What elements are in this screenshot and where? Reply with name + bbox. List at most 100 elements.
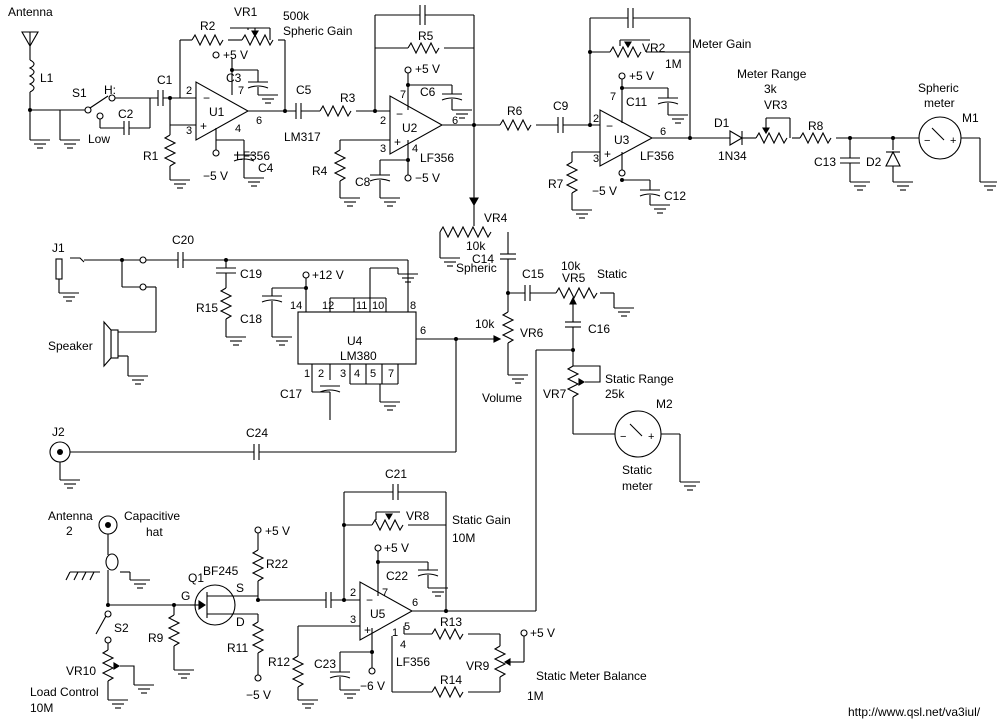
- r4-label: R4: [312, 164, 328, 178]
- schematic-text: 3: [593, 153, 599, 165]
- s1-low-label: Low: [88, 132, 110, 146]
- schematic-text: −: [620, 431, 626, 443]
- static-meter-label-2: meter: [622, 479, 653, 493]
- c20-label: C20: [172, 233, 194, 247]
- schematic-text: 3: [380, 143, 386, 155]
- c8-label: C8: [355, 175, 371, 189]
- vr9-value: 1M: [527, 689, 544, 703]
- schematic-text: 3: [186, 125, 192, 137]
- schematic-text: −: [396, 107, 403, 121]
- meter-range-label: Meter Range: [737, 67, 807, 81]
- u3-label: U3: [614, 133, 630, 147]
- vr1-value: 500k: [283, 9, 310, 23]
- schematic-text: 6: [420, 325, 426, 337]
- vr2-value: 1M: [665, 57, 682, 71]
- u4-label: U4: [347, 334, 363, 348]
- u1-label: U1: [209, 105, 225, 119]
- schematic-text: +: [200, 119, 207, 133]
- schematic-text: 6: [412, 597, 418, 609]
- r9-resistor: [167, 614, 181, 647]
- c14-label: C14: [472, 252, 494, 266]
- schematic-text: −: [924, 135, 930, 147]
- vr5-value: 10k: [561, 259, 581, 273]
- vr4-desc: Spheric: [456, 261, 497, 275]
- vr7-pot: [566, 365, 580, 398]
- schematic-text: 11: [356, 300, 367, 312]
- r4-resistor: [333, 149, 347, 182]
- r5-resistor: [407, 41, 440, 55]
- lm317-label: LM317: [284, 130, 321, 144]
- c22-label: C22: [386, 569, 408, 583]
- r1-resistor: [163, 134, 177, 167]
- antenna-input-section: Antenna L1 S1 H: C2 Low C1 R1: [8, 5, 196, 189]
- r12-label: R12: [268, 655, 290, 669]
- r8-resistor: [799, 131, 832, 145]
- schematic-text: 10: [372, 300, 384, 312]
- r9-label: R9: [148, 631, 164, 645]
- u2-label: U2: [402, 121, 418, 135]
- s1-h-label: H:: [104, 83, 116, 97]
- schematic-text: 7: [238, 85, 244, 97]
- schematic-text: 5: [404, 621, 410, 633]
- s1-terminal: [84, 106, 92, 114]
- u4-lm380-chip: [297, 311, 417, 365]
- inductor-l1-icon: [28, 59, 35, 93]
- c18-label: C18: [240, 312, 262, 326]
- u3-stage: R6 C9 VR2 1M Meter Gain − + U3 2 3 7 6 L…: [499, 8, 751, 219]
- u3-minus5-label: −5 V: [592, 184, 617, 198]
- vr4-pot: [439, 225, 492, 239]
- vr9-plus5-label: +5 V: [530, 626, 555, 640]
- schematic-text: −: [203, 91, 210, 105]
- r22-label: R22: [266, 557, 288, 571]
- vr9-pot: [493, 645, 507, 678]
- spheric-meter-section: D1 1N34 Meter Range 3k VR3 R8 C13 D2 Sph…: [714, 67, 997, 191]
- speaker-label: Speaker: [48, 339, 93, 353]
- c17-label: C17: [280, 387, 302, 401]
- antenna2-label-2: 2: [66, 524, 73, 538]
- schematic-text: 8: [410, 300, 416, 312]
- schematic-text: S: [236, 581, 244, 595]
- schematic-text: 2: [318, 368, 324, 380]
- d1-diode: [729, 130, 744, 146]
- schematic-text: 6: [660, 126, 666, 138]
- schematic-text: 1: [304, 368, 310, 380]
- spheric-meter-label-2: meter: [924, 96, 955, 110]
- r14-resistor: [431, 685, 464, 699]
- r15-resistor: [219, 287, 233, 320]
- schematic-text: 2: [186, 85, 192, 97]
- u5-label: U5: [370, 607, 386, 621]
- vr5-desc: Static: [597, 267, 627, 281]
- schematic-text: 12: [322, 300, 334, 312]
- static-range-value: 25k: [605, 387, 625, 401]
- schematic-text: 3: [340, 368, 346, 380]
- c3-label: C3: [226, 71, 242, 85]
- vr8-label: VR8: [406, 509, 430, 523]
- q1-label: Q1: [188, 571, 204, 585]
- schematic-text: −: [366, 593, 373, 607]
- vr1-pot: [241, 33, 274, 47]
- schematic-text: 4: [235, 123, 241, 135]
- cap-hat-label-2: hat: [146, 525, 163, 539]
- vr10-label: VR10: [66, 664, 96, 678]
- vr6-label: VR6: [520, 326, 544, 340]
- vr8-pot: [371, 518, 404, 532]
- u5-type-label: LF356: [396, 655, 430, 669]
- schematic-text: 4: [400, 639, 406, 651]
- u5-plus5-label: +5 V: [384, 541, 409, 555]
- j1-label: J1: [52, 241, 65, 255]
- vr3-pot: [755, 131, 788, 145]
- s1-label: S1: [72, 86, 87, 100]
- d2-label: D2: [866, 155, 882, 169]
- schematic-text: 2: [350, 587, 356, 599]
- r1-label: R1: [143, 149, 159, 163]
- c24-label: C24: [246, 426, 268, 440]
- u2-plus5-label: +5 V: [415, 62, 440, 76]
- antenna-label: Antenna: [8, 5, 53, 19]
- r2-resistor: [191, 33, 224, 47]
- d2-diode: [885, 150, 901, 167]
- u3-type-label: LF356: [640, 149, 674, 163]
- r2-label: R2: [200, 19, 216, 33]
- schematic-text: 7: [400, 89, 406, 101]
- meter-gain-label: Meter Gain: [692, 37, 751, 51]
